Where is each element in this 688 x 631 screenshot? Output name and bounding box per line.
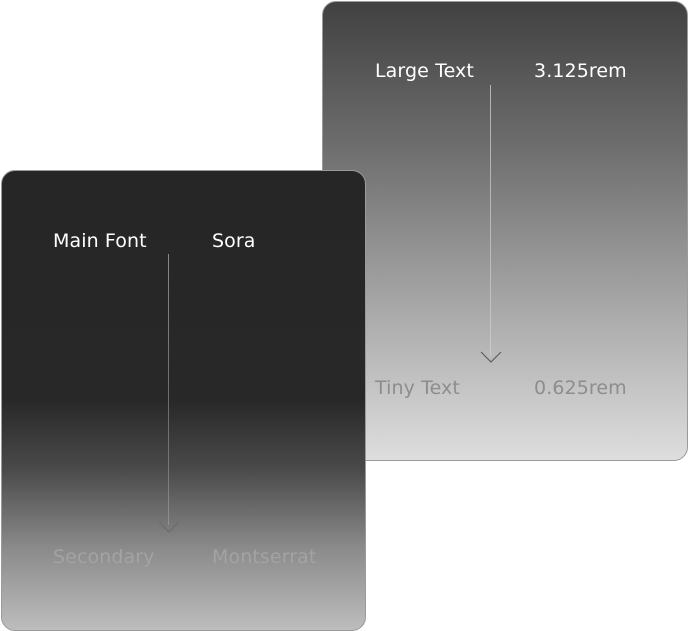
scale-line — [490, 85, 491, 356]
large-text-value: 3.125rem — [534, 60, 627, 82]
tiny-text-label: Tiny Text — [375, 377, 460, 399]
secondary-font-value: Montserrat — [212, 546, 317, 568]
arrow-down-icon — [480, 351, 502, 363]
main-font-value: Sora — [212, 230, 256, 252]
font-family-card: Main Font Sora Secondary Montserrat — [1, 170, 366, 631]
tiny-text-value: 0.625rem — [534, 377, 627, 399]
secondary-font-label: Secondary — [53, 546, 155, 568]
arrow-down-icon — [158, 521, 180, 533]
large-text-label: Large Text — [375, 60, 474, 82]
main-font-label: Main Font — [53, 230, 147, 252]
scale-line — [168, 254, 169, 525]
font-size-card: Large Text 3.125rem Tiny Text 0.625rem — [322, 1, 688, 461]
